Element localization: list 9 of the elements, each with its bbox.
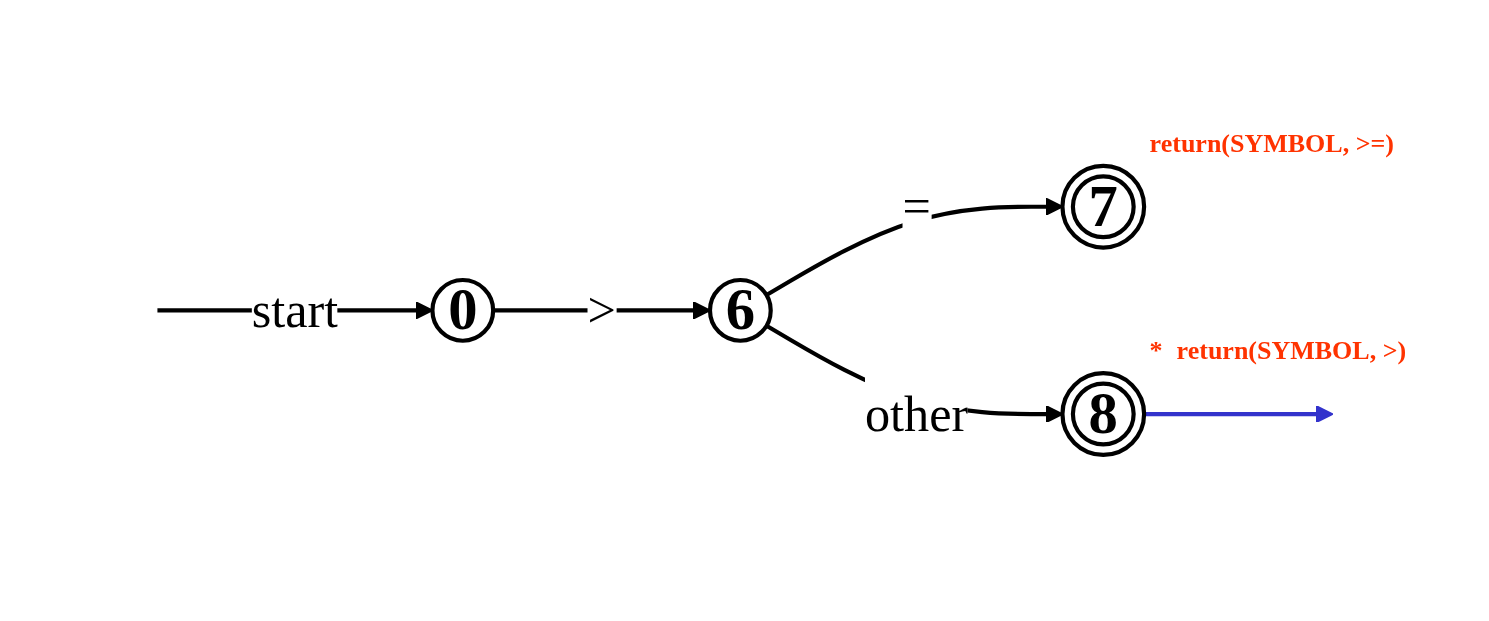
node-circle: 0 (429, 278, 495, 343)
node-circle: 6 (707, 278, 773, 343)
edge-label: = (901, 179, 931, 235)
node-circle: 7 (1059, 163, 1146, 250)
edge-label: start (251, 283, 338, 338)
node-circle: 8 (1059, 371, 1146, 458)
edge-label: other (864, 386, 968, 442)
edge-label: > (586, 283, 616, 338)
arrow (764, 197, 1063, 297)
